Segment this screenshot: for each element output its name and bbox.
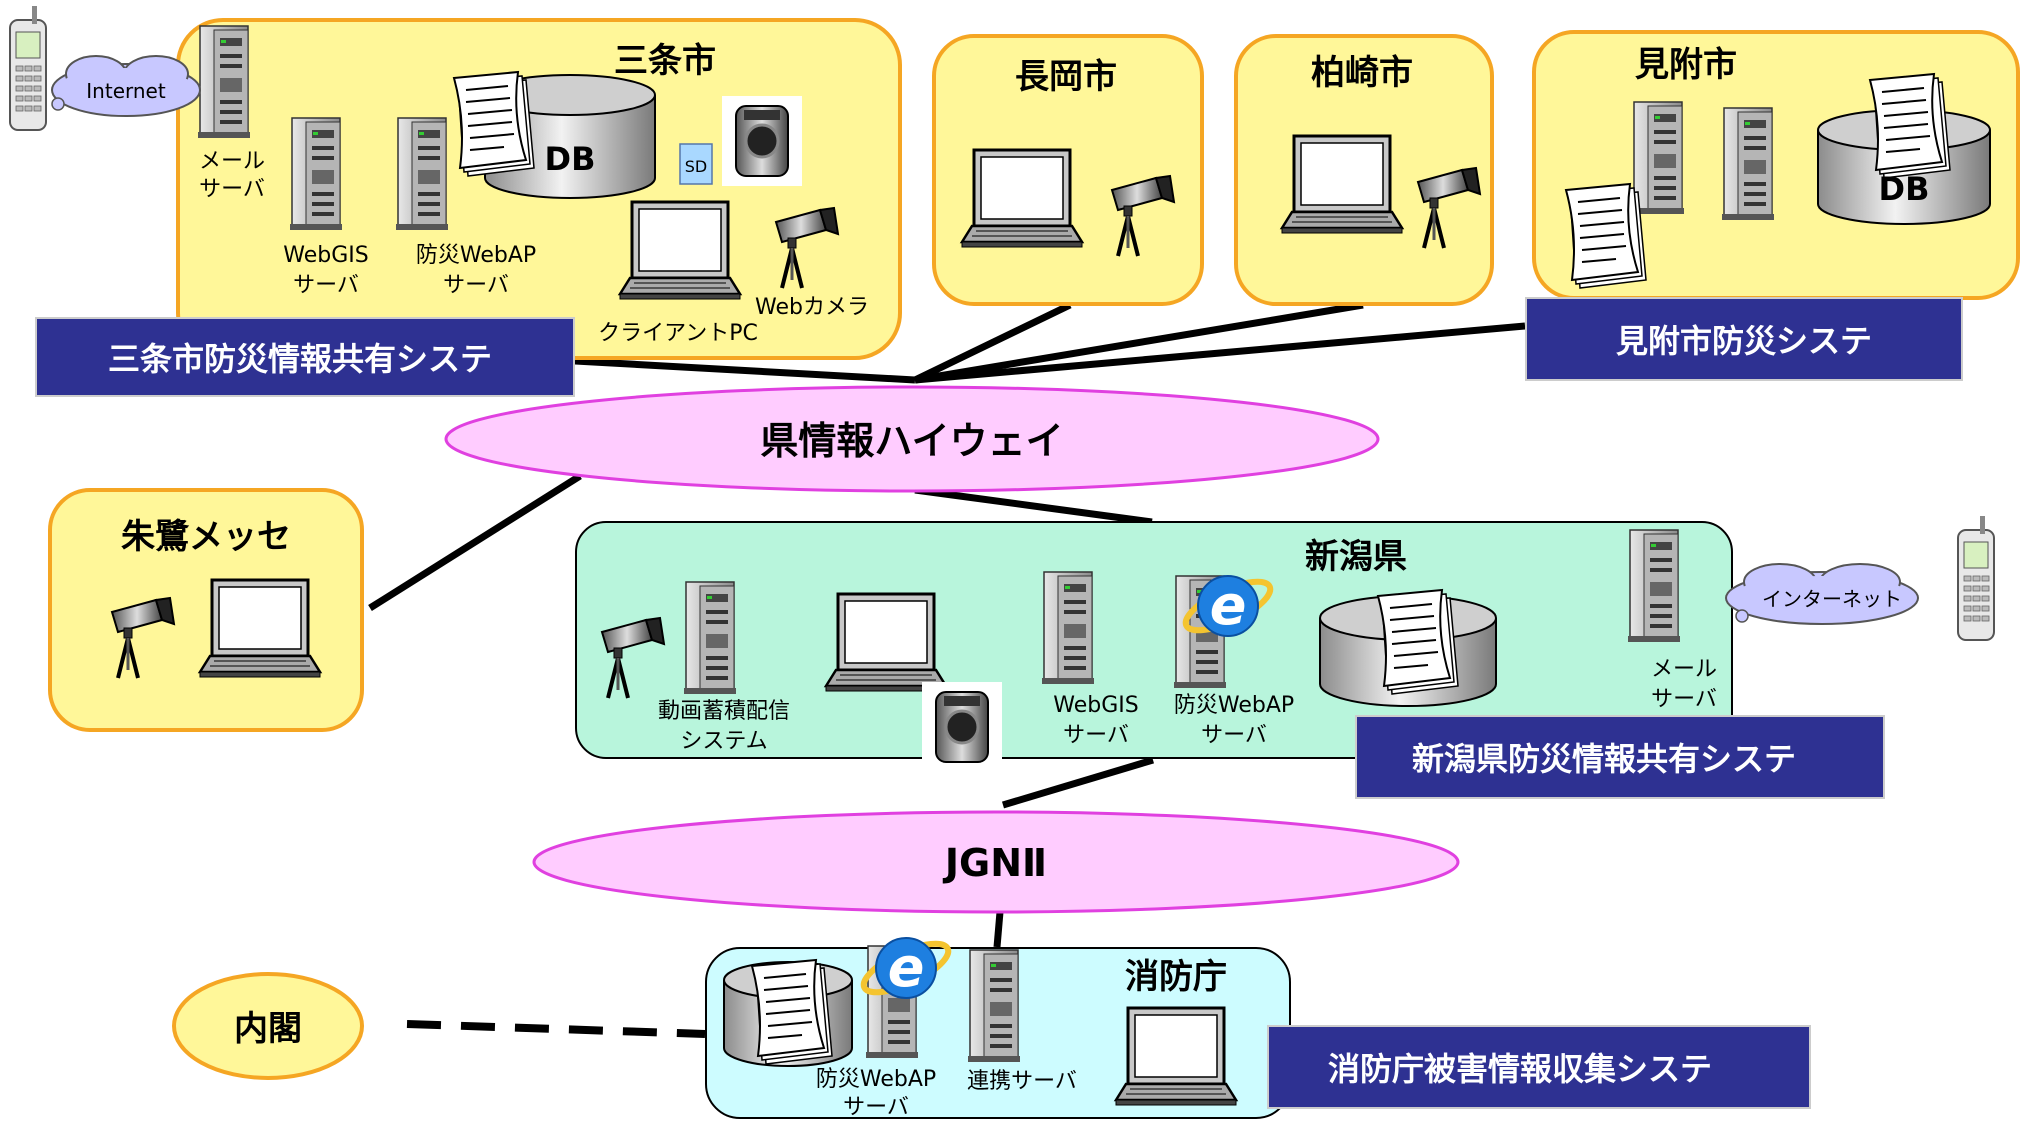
- fdma-banner-text: 消防庁被害情報収集システ: [1328, 1050, 1712, 1088]
- highway-label: 県情報ハイウェイ: [760, 419, 1063, 463]
- niigata-region: 新潟県 動画蓄積配信 システム WebGIS サーバ 防災WebAP サーバ メ…: [575, 521, 1733, 774]
- cabinet-node: 内閣: [172, 972, 364, 1080]
- niigata-banner-text: 新潟県防災情報共有システ: [1412, 740, 1796, 778]
- sanjo-webap-server-icon: [395, 117, 449, 231]
- niigata-mail-label-1: メール: [1651, 657, 1717, 682]
- niigata-internet-cloud-icon: [1725, 563, 1919, 625]
- sanjo-phone-icon: [9, 5, 47, 131]
- sd-card-icon: SD: [679, 143, 713, 185]
- fdma-laptop-icon: [1114, 1006, 1238, 1107]
- sanjo-mail-server-label-2: サーバ: [199, 177, 265, 202]
- highway-network: 県情報ハイウェイ: [444, 385, 1380, 493]
- fdma-link-server-icon: [967, 949, 1021, 1063]
- mitsuke-banner-text: 見附市防災システ: [1616, 322, 1872, 360]
- niigata-webgis-label-2: サーバ: [1063, 723, 1129, 748]
- fdma-region: 消防庁 防災WebAP サーバ 連携サーバ: [705, 934, 1291, 1120]
- niigata-phone-icon: [1957, 515, 1995, 641]
- sanjo-client-pc-icon: [618, 200, 742, 301]
- sd-card-label: SD: [685, 157, 707, 176]
- tokimesse-region: 朱鷺メッセ: [48, 488, 364, 732]
- kashiwazaki-title: 柏崎市: [1311, 53, 1413, 93]
- mitsuke-server-1-icon: [1631, 101, 1685, 215]
- sanjo-db-label: DB: [545, 140, 596, 178]
- sanjo-webgis-server-icon: [289, 117, 343, 231]
- mitsuke-title: 見附市: [1635, 45, 1737, 85]
- sanjo-webap-label-2: サーバ: [443, 273, 509, 298]
- niigata-mail-label-2: サーバ: [1651, 687, 1717, 712]
- niigata-banner: 新潟県防災情報共有システ: [1355, 715, 1885, 799]
- sanjo-title: 三条市: [614, 41, 716, 81]
- sanjo-webap-label-1: 防災WebAP: [416, 243, 536, 268]
- niigata-video-server-icon: [683, 581, 737, 695]
- niigata-video-label-2: システム: [680, 729, 767, 754]
- fdma-document-icon: [751, 959, 833, 1065]
- kashiwazaki-region: 柏崎市: [1234, 34, 1494, 306]
- connection-lines: [368, 301, 1526, 948]
- sanjo-internet-label: Internet: [86, 79, 166, 103]
- nagaoka-laptop-icon: [960, 148, 1084, 249]
- mitsuke-document-icon: [1565, 183, 1647, 289]
- niigata-video-camera-icon: [920, 680, 1004, 774]
- niigata-video-label-1: 動画蓄積配信: [658, 699, 790, 724]
- fdma-link-server-label: 連携サーバ: [967, 1069, 1077, 1094]
- nagaoka-title: 長岡市: [1015, 57, 1117, 97]
- niigata-title: 新潟県: [1305, 537, 1407, 577]
- niigata-webgis-label-1: WebGIS: [1053, 693, 1138, 718]
- niigata-internet-label: インターネット: [1762, 587, 1902, 611]
- niigata-webap-label-1: 防災WebAP: [1174, 693, 1294, 718]
- mitsuke-server-2-icon: [1721, 107, 1775, 221]
- fdma-title: 消防庁: [1125, 957, 1227, 997]
- niigata-webgis-server-icon: [1041, 571, 1095, 685]
- mitsuke-db-document-icon: [1869, 73, 1951, 179]
- jgn-label: JGNⅡ: [942, 841, 1047, 885]
- niigata-document-icon: [1377, 589, 1459, 695]
- sanjo-banner-text: 三条市防災情報共有システ: [108, 340, 492, 378]
- tokimesse-title: 朱鷺メッセ: [121, 517, 291, 557]
- jgn-network: JGNⅡ: [532, 810, 1460, 914]
- sanjo-phone-group: Internet: [9, 5, 201, 131]
- sanjo-region: 三条市 メール サーバ WebGIS サーバ 防災WebAP サーバ DB SD…: [176, 18, 902, 360]
- cabinet-title: 内閣: [234, 1009, 302, 1049]
- sanjo-client-pc-label: クライアントPC: [598, 321, 758, 346]
- mitsuke-banner: 見附市防災システ: [1525, 297, 1963, 381]
- niigata-mail-server-icon: [1627, 529, 1681, 643]
- sanjo-webgis-label-1: WebGIS: [283, 243, 368, 268]
- cabinet-dashed-link: [406, 1020, 706, 1038]
- fdma-webap-label-1: 防災WebAP: [816, 1067, 936, 1092]
- niigata-laptop-icon: [824, 592, 948, 693]
- niigata-webap-label-2: サーバ: [1201, 723, 1267, 748]
- sanjo-document-icon: [453, 71, 535, 177]
- sanjo-internet-cloud-icon: [51, 55, 201, 117]
- sanjo-mail-server-icon: [197, 25, 251, 139]
- fdma-webap-label-2: サーバ: [843, 1095, 909, 1119]
- mitsuke-db-label: DB: [1879, 170, 1930, 208]
- tokimesse-laptop-icon: [198, 578, 322, 679]
- niigata-phone-group: インターネット: [1725, 515, 1995, 641]
- sanjo-web-camera-label: Webカメラ: [755, 295, 869, 320]
- sanjo-webgis-label-2: サーバ: [293, 273, 359, 298]
- nagaoka-region: 長岡市: [932, 34, 1204, 306]
- kashiwazaki-laptop-icon: [1280, 134, 1404, 235]
- mitsuke-region: 見附市 DB: [1532, 30, 2020, 300]
- sanjo-banner: 三条市防災情報共有システ: [35, 317, 575, 397]
- sanjo-video-camera-icon: [720, 94, 804, 188]
- sanjo-mail-server-label-1: メール: [199, 149, 265, 174]
- fdma-banner: 消防庁被害情報収集システ: [1267, 1025, 1811, 1109]
